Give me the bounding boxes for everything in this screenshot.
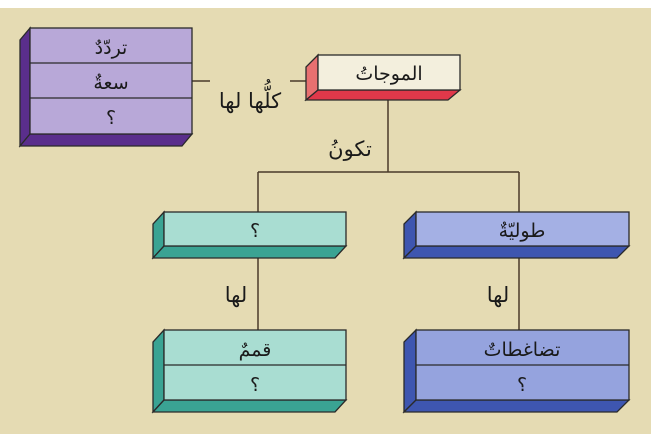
transverse-box: ؟	[151, 210, 348, 260]
feature-transverse-unknown: ؟	[250, 374, 260, 396]
longitudinal-box: طوليّةٌ	[402, 210, 631, 260]
root-box: الموجاتُ	[304, 53, 462, 102]
property-frequency: تردّدٌ	[95, 37, 128, 59]
property-unknown: ؟	[106, 107, 116, 129]
feature-compressions: تضاغطاتٌ	[484, 339, 561, 361]
edge-label-transverse-has: لها	[225, 283, 247, 307]
edge-label-consist-of: تكونُ	[328, 137, 372, 161]
transverse-label: ؟	[250, 220, 260, 242]
longitudinal-features-box: تضاغطاتٌ ؟	[402, 328, 631, 414]
feature-longitudinal-unknown: ؟	[517, 374, 527, 396]
edge-label-longitudinal-has: لها	[487, 283, 509, 307]
properties-box: تردّدٌ سعةٌ ؟	[18, 26, 194, 148]
property-amplitude: سعةٌ	[93, 72, 128, 94]
transverse-features-box: قممٌ ؟	[151, 328, 348, 414]
feature-crests: قممٌ	[239, 339, 272, 361]
root-label: الموجاتُ	[355, 63, 422, 85]
longitudinal-label: طوليّةٌ	[499, 220, 546, 242]
